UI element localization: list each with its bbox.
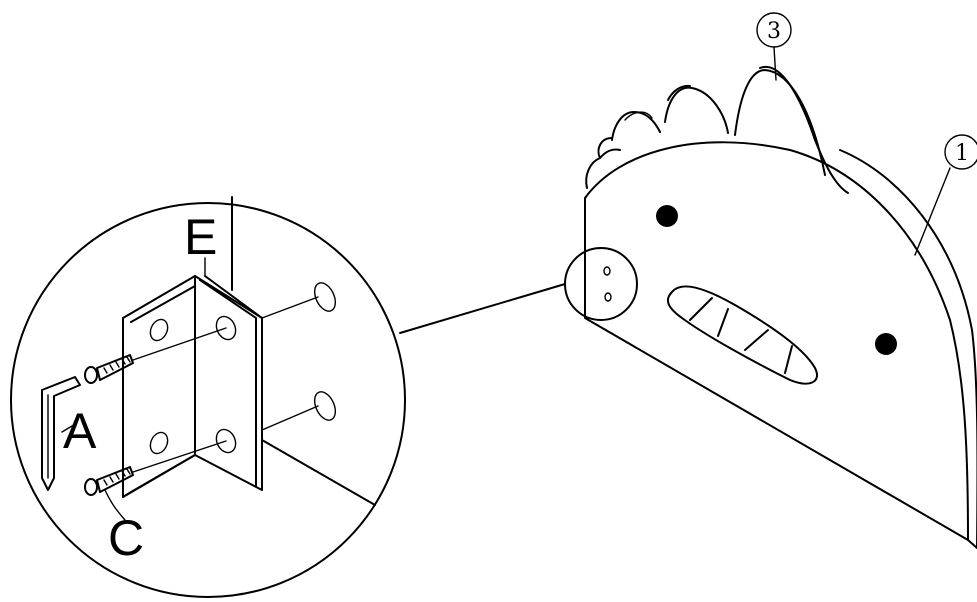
- mouth-slot-outline: [666, 285, 818, 385]
- callout-circle-1: [944, 134, 977, 170]
- panel-hole: [313, 391, 337, 421]
- screw-upper: [84, 327, 227, 384]
- alignment-line: [261, 405, 319, 431]
- angle-bracket: [122, 275, 263, 498]
- allen-key-leader: [61, 425, 73, 433]
- spike-small-inner: [624, 111, 653, 121]
- bracket-right-face: [194, 275, 263, 491]
- callout-number-1: 1: [955, 141, 969, 166]
- screw-thread: [103, 468, 131, 486]
- eye-right-dot: [875, 333, 897, 355]
- screw-lower: [84, 440, 227, 496]
- screw-alignment-line: [132, 327, 227, 361]
- mouth-slat: [689, 297, 713, 321]
- detail-circle: [10, 202, 406, 598]
- label-c: C: [108, 510, 144, 566]
- dinosaur-panel: [584, 141, 977, 549]
- mount-hole: [603, 266, 611, 276]
- spike-small-3: [599, 148, 621, 159]
- mouth-slat: [717, 308, 729, 337]
- detail-connector-line: [399, 283, 566, 334]
- wall-floor-line: [261, 439, 376, 506]
- bracket-right-thickness: [199, 275, 263, 487]
- panel-back-edge: [839, 149, 977, 549]
- detail-source-circle: [564, 247, 638, 321]
- bracket-left-inner: [130, 285, 196, 323]
- spike-large-back: [759, 65, 849, 194]
- spike-mid: [664, 86, 729, 134]
- panel-bottom-edge: [967, 539, 977, 549]
- spike-small-1: [611, 111, 661, 141]
- callout-leader-3: [773, 46, 777, 81]
- callout-leader-1: [914, 167, 951, 256]
- dinosaur-spikes: [585, 65, 849, 194]
- mouth-slat: [784, 345, 793, 374]
- panel-front-face: [584, 141, 969, 541]
- allen-key-outline: [41, 376, 81, 491]
- spike-large: [734, 69, 826, 176]
- callout-number-3: 3: [767, 19, 781, 44]
- spike-mid-back: [667, 84, 691, 101]
- screw-head: [84, 366, 98, 384]
- callout-part-1: 1: [914, 134, 977, 256]
- eye-left-dot: [656, 205, 678, 227]
- panel-hole: [313, 282, 337, 312]
- screw-shank: [96, 354, 134, 381]
- label-a: A: [63, 403, 97, 459]
- bracket-hole: [215, 428, 237, 454]
- screw-head: [84, 478, 98, 496]
- mouth-slat: [744, 329, 769, 351]
- detail-view: E A C: [10, 196, 406, 598]
- alignment-line: [261, 296, 319, 319]
- mount-hole: [604, 292, 612, 302]
- allen-key: [41, 376, 81, 491]
- screw-thread: [103, 356, 131, 374]
- mouth-slot: [666, 285, 818, 385]
- bracket-hole: [149, 431, 169, 455]
- spike-small-2: [585, 137, 613, 189]
- bracket-hole: [215, 315, 237, 341]
- callout-part-3: 3: [756, 12, 792, 81]
- label-e: E: [184, 209, 217, 265]
- bracket-hole: [149, 318, 169, 342]
- bracket-bottom-edge: [122, 454, 196, 498]
- screw-alignment-line: [132, 440, 227, 473]
- screw-shank: [96, 466, 134, 493]
- label-c-leader: [104, 489, 126, 521]
